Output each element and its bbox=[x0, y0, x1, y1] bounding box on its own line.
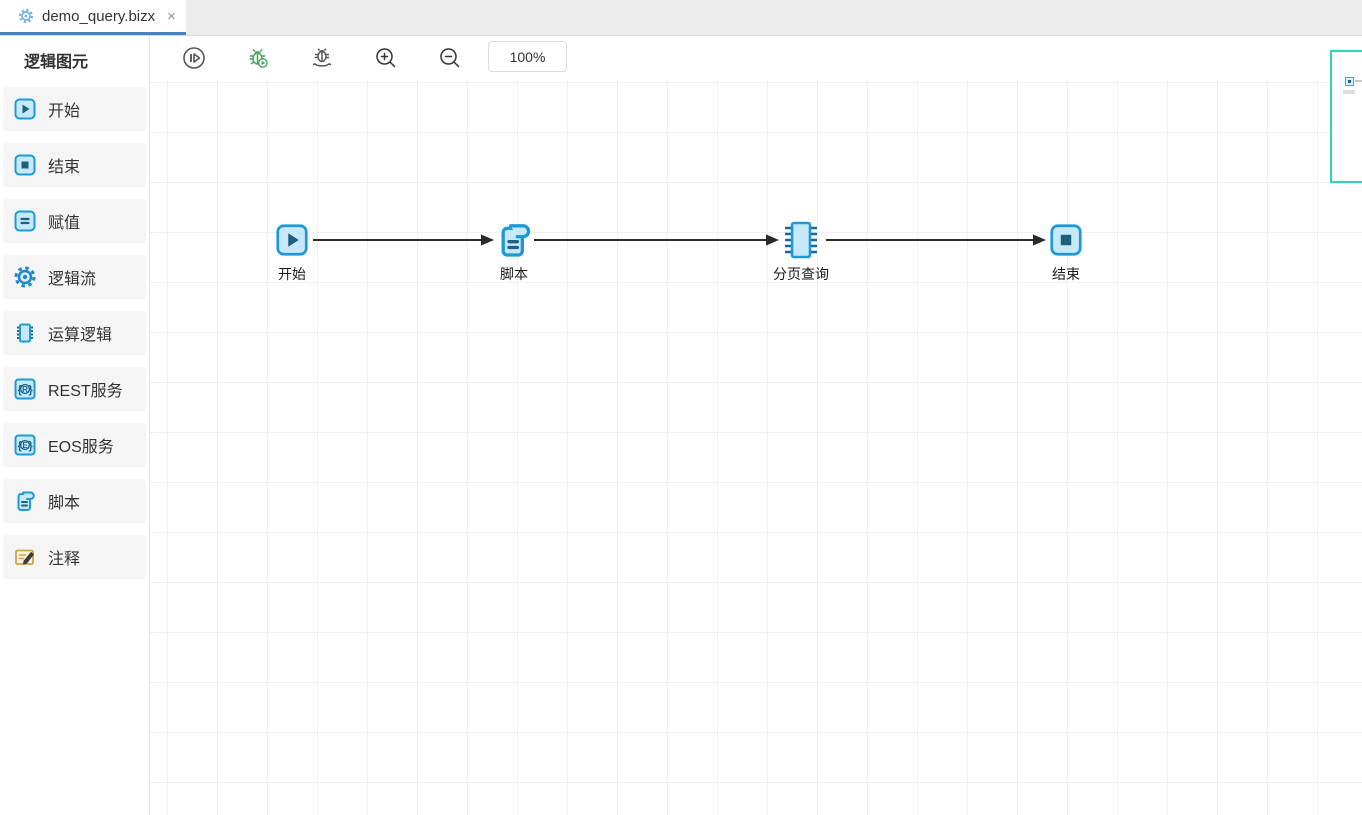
minimap[interactable] bbox=[1330, 50, 1362, 183]
chip-icon bbox=[13, 321, 37, 345]
node-label: 结束 bbox=[1052, 266, 1080, 282]
node-label: 脚本 bbox=[500, 266, 528, 282]
start-icon bbox=[13, 97, 37, 121]
debug-bug-hand-icon bbox=[310, 46, 334, 70]
palette-title: 逻辑图元 bbox=[24, 54, 89, 71]
edges-layer bbox=[313, 234, 1046, 246]
end-icon bbox=[13, 153, 37, 177]
flow-node-script[interactable]: 脚本 bbox=[454, 219, 574, 284]
palette-item-label: 逻辑流 bbox=[48, 271, 97, 288]
debug-service-button[interactable] bbox=[310, 46, 334, 70]
tab-demo-query[interactable]: demo_query.bizx × bbox=[0, 0, 186, 35]
palette-item-label: 脚本 bbox=[48, 495, 81, 512]
flow-node-end[interactable]: 结束 bbox=[1006, 219, 1126, 284]
run-step-icon bbox=[182, 46, 206, 70]
flow-edge[interactable] bbox=[313, 234, 494, 246]
palette-item-logic-flow[interactable]: 逻辑流 bbox=[3, 255, 146, 299]
debug-run-button[interactable] bbox=[246, 46, 270, 70]
tab-title: demo_query.bizx bbox=[42, 7, 156, 25]
palette-sidebar: 逻辑图元 开始 结束 bbox=[0, 36, 150, 815]
palette-item-assign[interactable]: 赋值 bbox=[3, 199, 146, 243]
debug-bug-play-icon bbox=[246, 46, 270, 70]
palette-item-end[interactable]: 结束 bbox=[3, 143, 146, 187]
svg-text:}: } bbox=[29, 384, 34, 396]
start-icon bbox=[274, 219, 310, 261]
palette-item-label: REST服务 bbox=[48, 383, 123, 400]
palette-item-operation-logic[interactable]: 运算逻辑 bbox=[3, 311, 146, 355]
palette-item-start[interactable]: 开始 bbox=[3, 87, 146, 131]
eos-service-icon: { } E bbox=[13, 433, 37, 457]
palette-item-script[interactable]: 脚本 bbox=[3, 479, 146, 523]
tab-bar: demo_query.bizx × bbox=[0, 0, 1362, 36]
comment-icon bbox=[13, 545, 37, 569]
palette-item-eos-service[interactable]: { } E EOS服务 bbox=[3, 423, 146, 467]
assign-icon bbox=[13, 209, 37, 233]
palette-item-comment[interactable]: 注释 bbox=[3, 535, 146, 579]
minimap-label bbox=[1343, 90, 1355, 94]
flow-node-paged-query[interactable]: 分页查询 bbox=[741, 219, 861, 284]
zoom-out-button[interactable] bbox=[438, 46, 462, 70]
flow-edge[interactable] bbox=[826, 234, 1046, 246]
minimap-node bbox=[1345, 77, 1354, 86]
palette-item-label: 结束 bbox=[48, 159, 81, 176]
canvas-toolbar: 100% bbox=[150, 36, 1362, 80]
svg-text:E: E bbox=[22, 441, 28, 450]
palette-item-label: EOS服务 bbox=[48, 439, 114, 456]
zoom-level-button[interactable]: 100% bbox=[488, 41, 567, 72]
node-label: 分页查询 bbox=[773, 266, 829, 282]
run-button[interactable] bbox=[182, 46, 206, 70]
gear-icon bbox=[18, 8, 34, 24]
palette-item-label: 开始 bbox=[48, 103, 81, 120]
rest-service-icon: { } R bbox=[13, 377, 37, 401]
minimap-edge bbox=[1355, 80, 1362, 82]
node-label: 开始 bbox=[278, 266, 306, 282]
palette-item-rest-service[interactable]: { } R REST服务 bbox=[3, 367, 146, 411]
svg-text:R: R bbox=[22, 385, 28, 394]
palette-item-label: 运算逻辑 bbox=[48, 327, 113, 344]
zoom-in-button[interactable] bbox=[374, 46, 398, 70]
tab-close-icon[interactable]: × bbox=[167, 7, 176, 25]
palette-item-label: 注释 bbox=[48, 551, 81, 568]
script-icon bbox=[13, 489, 37, 513]
flow-node-start[interactable]: 开始 bbox=[232, 219, 352, 284]
flow-edge[interactable] bbox=[534, 234, 779, 246]
canvas-grid bbox=[150, 80, 1362, 815]
logic-flow-gear-icon bbox=[13, 265, 37, 289]
flow-canvas[interactable]: 100% bbox=[150, 36, 1362, 815]
zoom-in-icon bbox=[374, 46, 398, 70]
zoom-out-icon bbox=[438, 46, 462, 70]
svg-text:}: } bbox=[29, 440, 34, 452]
palette-item-label: 赋值 bbox=[48, 215, 81, 232]
operation-chip-icon bbox=[778, 219, 824, 261]
end-icon bbox=[1048, 219, 1084, 261]
script-icon bbox=[494, 219, 534, 261]
flow-layer: 开始 脚本 bbox=[150, 36, 1362, 815]
